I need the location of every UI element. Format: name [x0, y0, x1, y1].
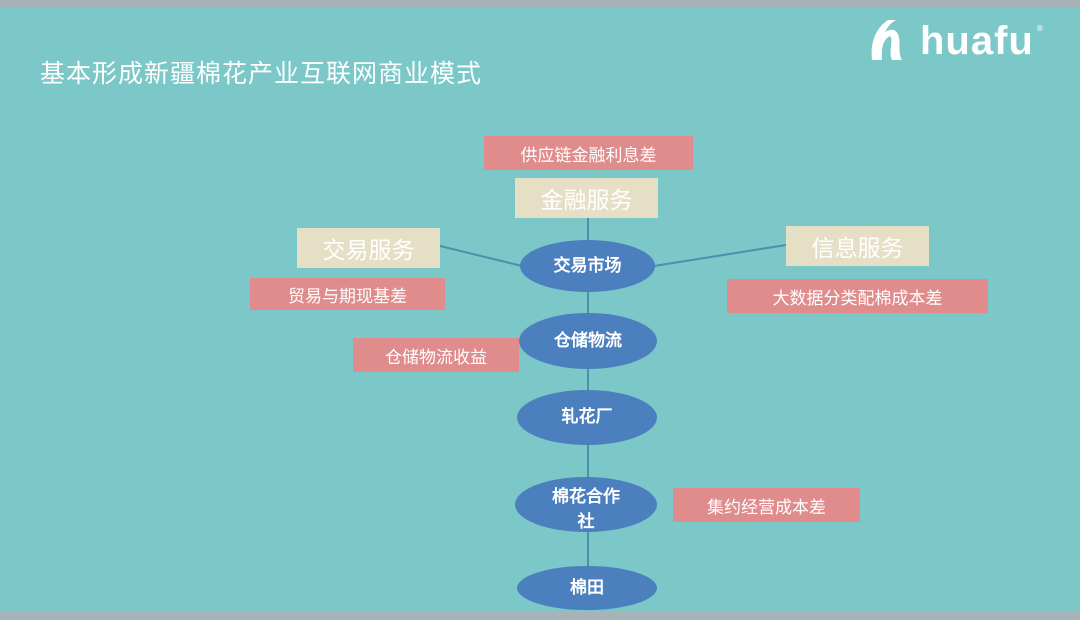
- node-coop: 棉花合作 社: [515, 477, 657, 532]
- profit-finance: 供应链金融利息差: [484, 136, 693, 170]
- profit-logistics: 仓储物流收益: [353, 338, 519, 372]
- node-market-label: 交易市场: [553, 255, 622, 276]
- top-border: [0, 0, 1080, 8]
- service-finance: 金融服务: [515, 178, 658, 218]
- node-coop-label-2: 社: [577, 511, 595, 532]
- profit-trade: 贸易与期现基差: [250, 278, 445, 310]
- trade-service-line: [439, 245, 523, 267]
- service-trade: 交易服务: [297, 228, 440, 268]
- bottom-border: [0, 612, 1080, 620]
- node-field-label: 棉田: [570, 577, 604, 598]
- huafu-mark-icon: [871, 20, 902, 60]
- page-title: 基本形成新疆棉花产业互联网商业模式: [40, 59, 483, 88]
- node-logistics-label: 仓储物流: [554, 330, 622, 351]
- node-gin: 轧花厂: [517, 390, 657, 445]
- node-field: 棉田: [517, 566, 657, 610]
- service-info: 信息服务: [786, 226, 929, 266]
- node-coop-label-1: 棉花合作: [552, 487, 620, 507]
- node-logistics: 仓储物流: [519, 313, 657, 369]
- node-market: 交易市场: [520, 240, 655, 292]
- huafu-logo: huafu ®: [866, 18, 1044, 64]
- info-service-line: [653, 244, 787, 267]
- node-gin-label: 轧花厂: [561, 407, 613, 428]
- profit-coop: 集约经营成本差: [673, 488, 860, 522]
- profit-info: 大数据分类配棉成本差: [727, 279, 988, 313]
